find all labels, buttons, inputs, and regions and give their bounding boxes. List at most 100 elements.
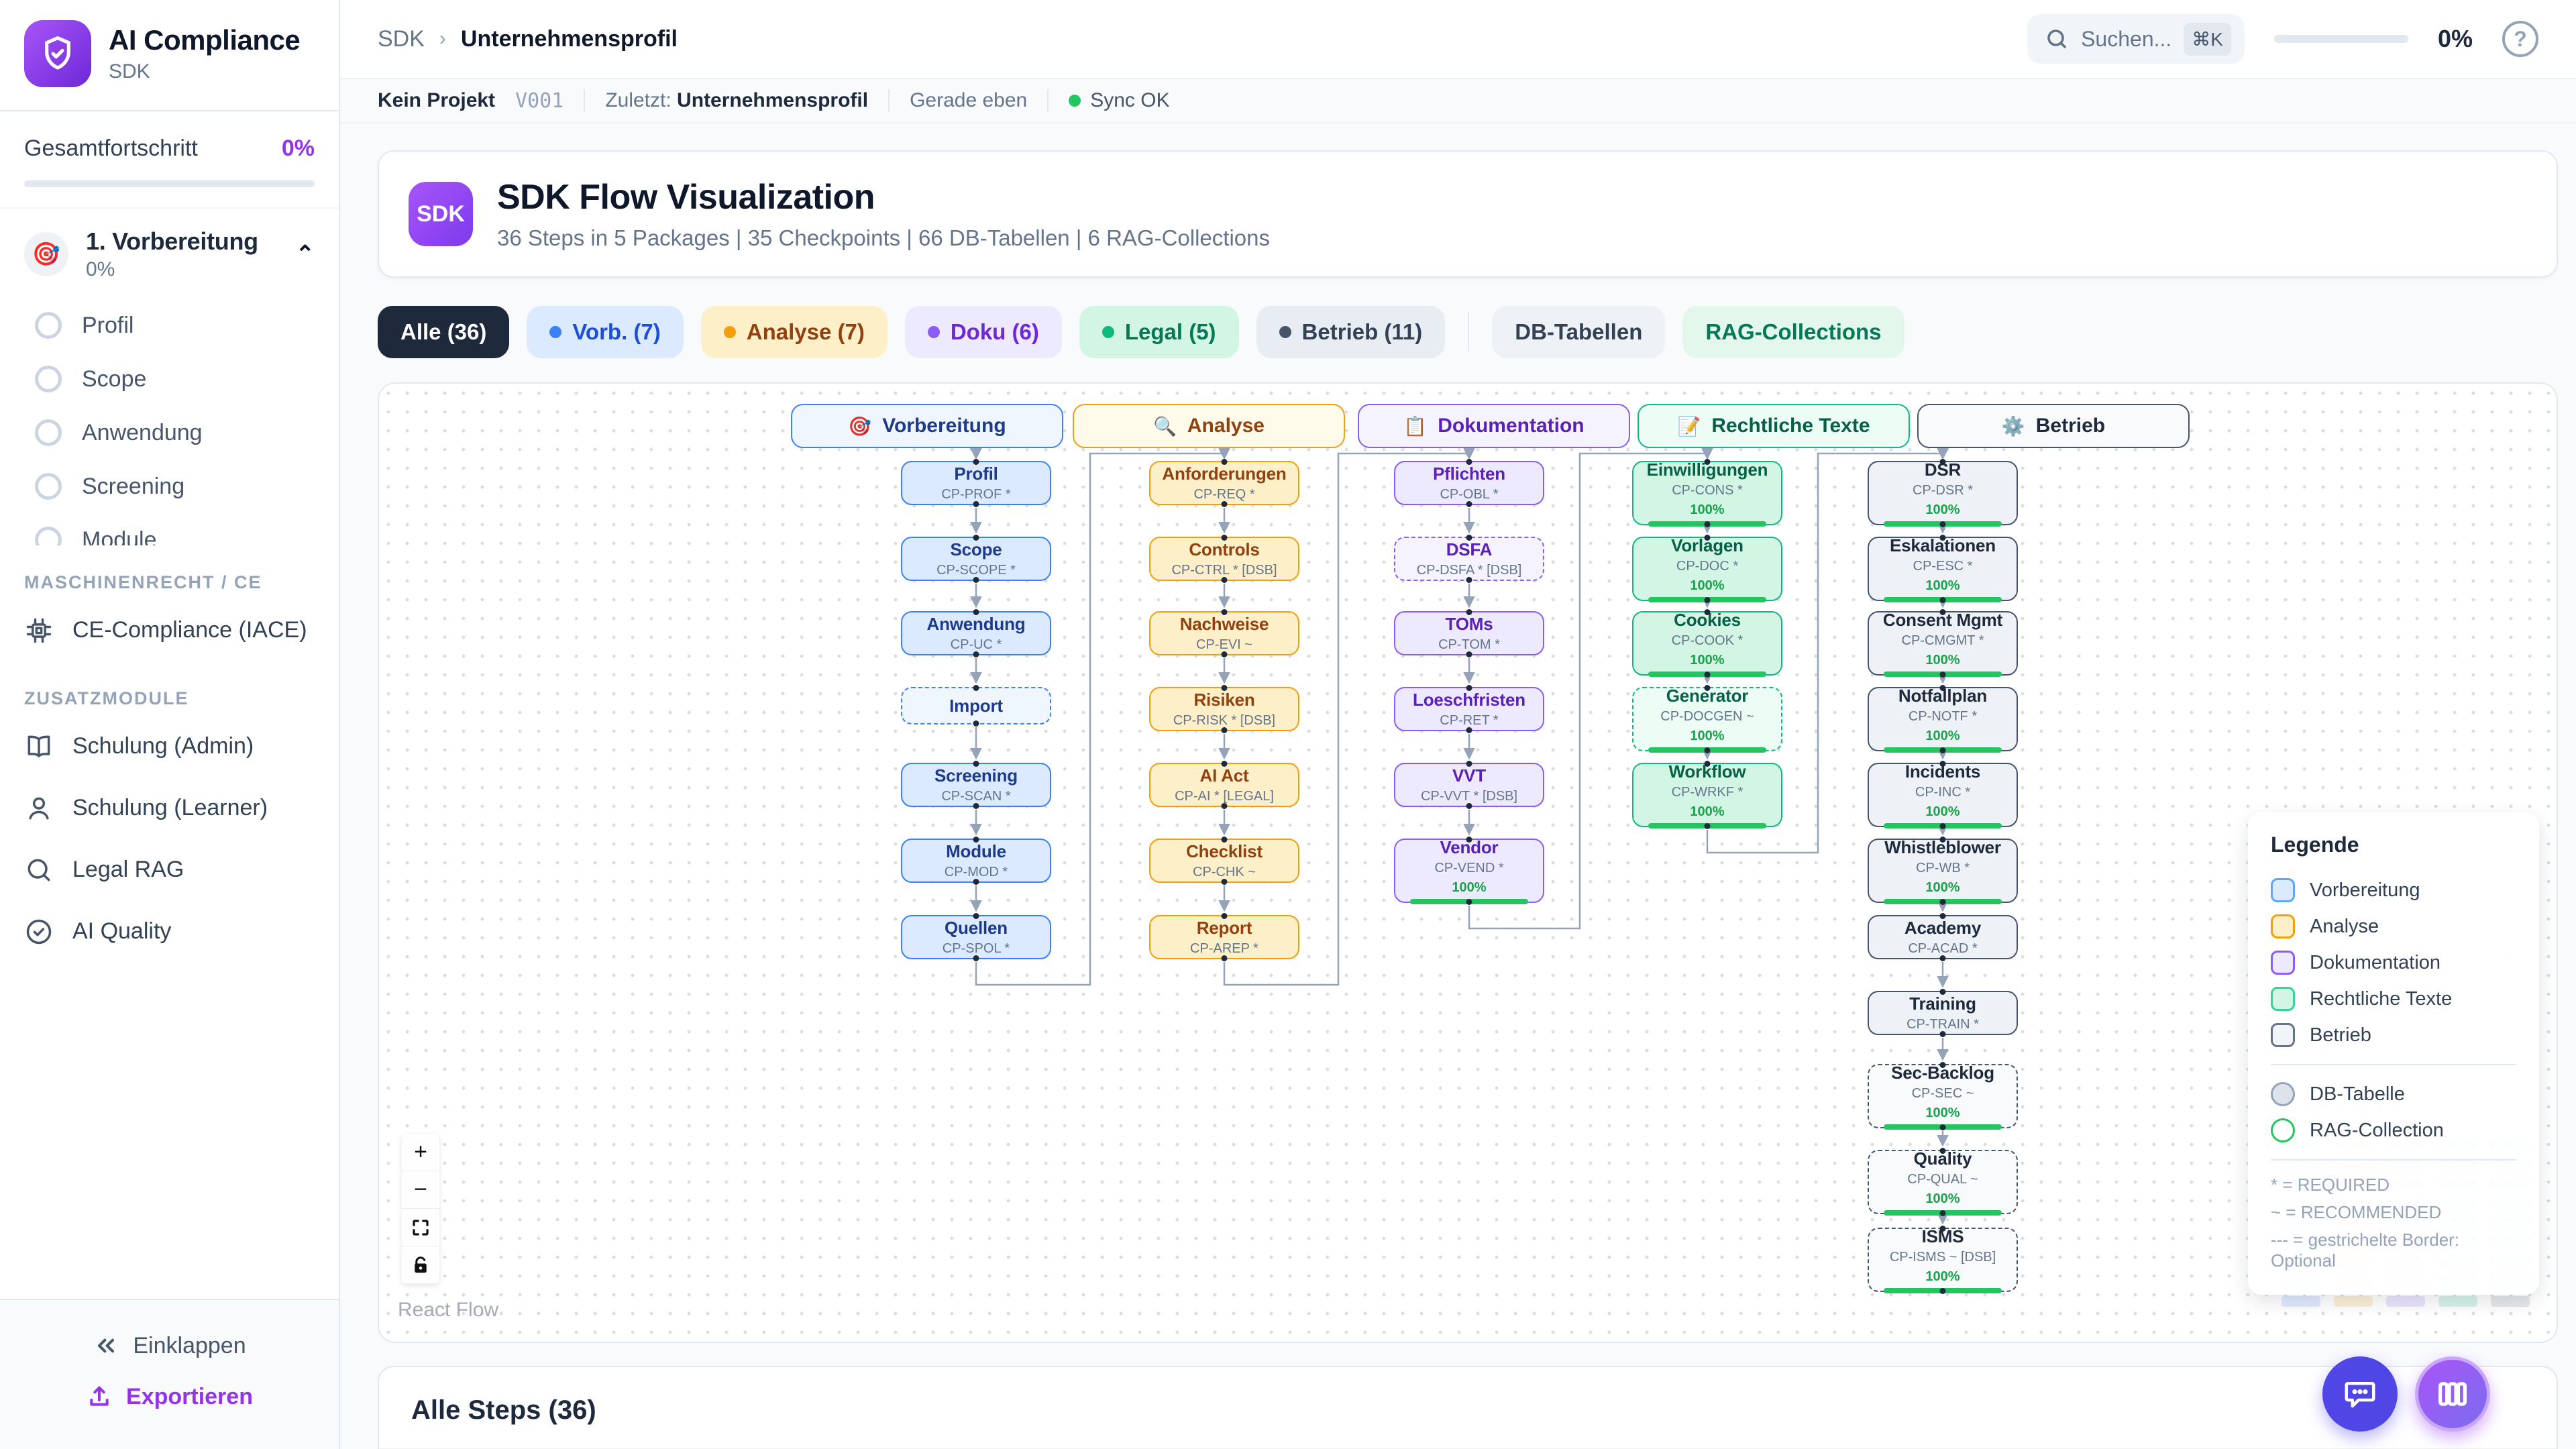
node-progress-bar <box>1648 823 1767 828</box>
phase-step-item[interactable]: Screening <box>24 460 315 513</box>
node-progress-value: 100% <box>1925 880 1960 895</box>
sidebar-item-label: Schulung (Admin) <box>72 733 254 759</box>
node-title: Profil <box>954 464 998 484</box>
phase-title: 1. Vorbereitung <box>86 227 258 255</box>
app-logo <box>24 20 91 87</box>
fit-view-button[interactable] <box>402 1209 439 1246</box>
collapse-sidebar-button[interactable]: Einklappen <box>0 1320 339 1371</box>
package-header-vorbereitung[interactable]: 🎯Vorbereitung <box>791 404 1063 448</box>
filter-chip-analyse-7-[interactable]: Analyse (7) <box>700 306 888 358</box>
sidebar-item-schulung-learner-[interactable]: Schulung (Learner) <box>0 777 339 839</box>
node-progress-value: 100% <box>1452 880 1487 895</box>
node-title: Workflow <box>1668 761 1746 782</box>
package-header-rechtliche-texte[interactable]: 📝Rechtliche Texte <box>1638 404 1910 448</box>
reactflow-attribution[interactable]: React Flow <box>398 1299 499 1321</box>
filter-chip-alle-36-[interactable]: Alle (36) <box>378 306 510 358</box>
package-header-analyse[interactable]: 🔍Analyse <box>1073 404 1345 448</box>
search-input[interactable]: Suchen... ⌘K <box>2027 14 2245 64</box>
sidebar-item-ce-compliance-iace-[interactable]: CE-Compliance (IACE) <box>0 600 339 661</box>
node-title: Training <box>1909 994 1976 1014</box>
lock-button[interactable] <box>402 1246 439 1284</box>
phase-step-item[interactable]: Anwendung <box>24 406 315 460</box>
help-icon[interactable]: ? <box>2502 21 2538 57</box>
package-header-betrieb[interactable]: ⚙️Betrieb <box>1917 404 2190 448</box>
zoom-in-button[interactable]: + <box>402 1134 439 1171</box>
sidebar-item-label: Schulung (Learner) <box>72 795 268 820</box>
node-code: CP-VVT * [DSB] <box>1420 789 1518 804</box>
package-header-dokumentation[interactable]: 📋Dokumentation <box>1358 404 1630 448</box>
node-title: Controls <box>1189 539 1260 559</box>
zoom-out-button[interactable]: − <box>402 1171 439 1209</box>
node-title: Import <box>949 695 1003 716</box>
phase-step-item[interactable]: Profil <box>24 299 315 352</box>
phase-step-item[interactable]: Module <box>24 513 315 545</box>
kanban-fab-button[interactable] <box>2415 1356 2490 1432</box>
chat-fab-button[interactable] <box>2322 1356 2398 1432</box>
node-code: CP-COOK * <box>1671 633 1743 648</box>
sidebar-item-ai-quality[interactable]: AI Quality <box>0 901 339 963</box>
step-status-circle <box>35 527 62 545</box>
phase-header[interactable]: 🎯 1. Vorbereitung 0% ⌃ <box>24 227 315 281</box>
breadcrumb-root[interactable]: SDK <box>378 25 425 52</box>
node-title: AI Act <box>1199 765 1249 786</box>
legend-label: Betrieb <box>2310 1024 2371 1046</box>
step-status-circle <box>35 312 62 339</box>
filter-chip-rag-collections[interactable]: RAG-Collections <box>1682 306 1904 358</box>
flow-node-import[interactable]: Import <box>901 687 1051 724</box>
export-button[interactable]: Exportieren <box>0 1371 339 1422</box>
filter-chip-vorb-7-[interactable]: Vorb. (7) <box>527 306 684 358</box>
filter-chip-legal-5-[interactable]: Legal (5) <box>1079 306 1239 358</box>
node-title: Cookies <box>1674 610 1741 630</box>
sidebar-item-legal-rag[interactable]: Legal RAG <box>0 839 339 901</box>
sidebar-item-schulung-admin-[interactable]: Schulung (Admin) <box>0 716 339 777</box>
node-code: CP-SCOPE * <box>936 563 1016 578</box>
legend-swatch <box>2271 1023 2295 1047</box>
filter-chip-db-tabellen[interactable]: DB-Tabellen <box>1492 306 1666 358</box>
node-progress-bar <box>1883 823 2002 828</box>
step-status-circle <box>35 366 62 392</box>
phase-step-item[interactable]: Scope <box>24 352 315 406</box>
node-progress-bar <box>1648 521 1767 527</box>
filter-chip-betrieb-11-[interactable]: Betrieb (11) <box>1256 306 1446 358</box>
filter-chip-doku-6-[interactable]: Doku (6) <box>904 306 1062 358</box>
chip-label: Doku (6) <box>950 319 1039 344</box>
node-code: CP-PROF * <box>941 487 1011 502</box>
node-progress-bar <box>1648 597 1767 602</box>
